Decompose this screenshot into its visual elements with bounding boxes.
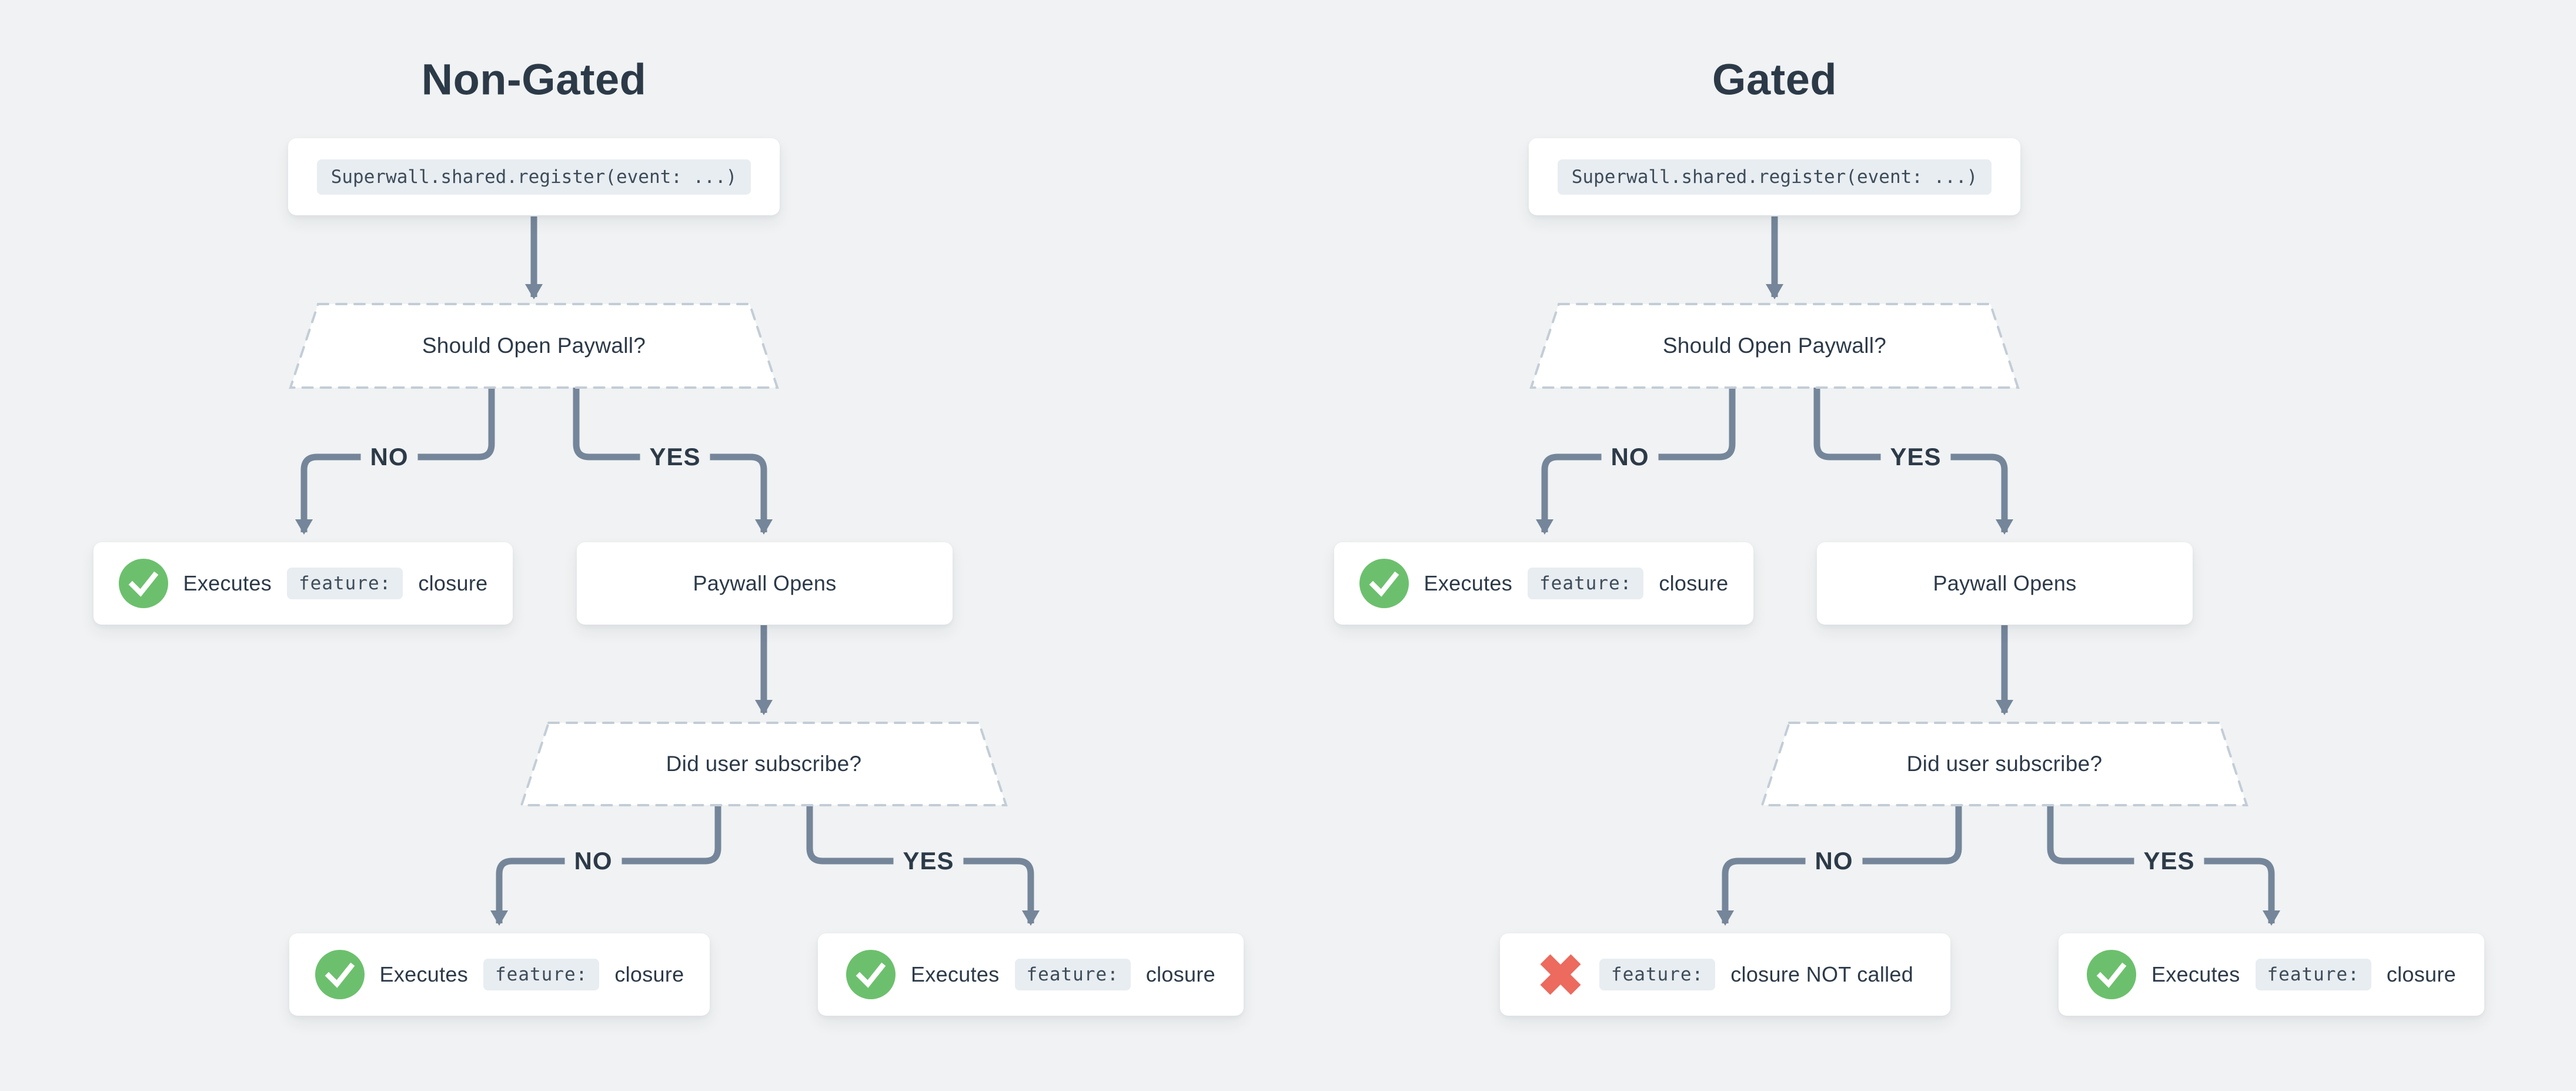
flow-title-non-gated: Non-Gated <box>421 55 647 104</box>
check-circle-icon <box>118 559 168 608</box>
edge-label-no: NO <box>1805 845 1863 878</box>
result-text-before: Executes <box>911 962 1000 986</box>
paywall-opens-label: Paywall Opens <box>1933 571 2077 595</box>
result-text-before: Executes <box>379 962 468 986</box>
paywall-opens-node: Paywall Opens <box>577 542 953 625</box>
paywall-opens-node: Paywall Opens <box>1817 542 2193 625</box>
edge-label-no: NO <box>1601 441 1659 473</box>
code-node: Superwall.shared.register(event: ...) <box>288 138 780 215</box>
paywall-opens-label: Paywall Opens <box>693 571 837 595</box>
result-text-after: closure <box>614 962 684 986</box>
decision-label-should-open-paywall: Should Open Paywall? <box>1662 333 1887 358</box>
result-text-after: closure <box>1659 571 1729 595</box>
decision-label-did-user-subscribe: Did user subscribe? <box>666 752 862 776</box>
result-node-executes-feature: Executes feature: closure <box>818 933 1244 1016</box>
result-text-before: Executes <box>183 571 272 595</box>
check-circle-icon <box>846 950 896 999</box>
result-node-executes-feature: Executes feature: closure <box>93 542 513 625</box>
code-chip: Superwall.shared.register(event: ...) <box>316 159 751 195</box>
result-text-after: closure NOT called <box>1730 962 1914 986</box>
check-circle-icon <box>2087 950 2137 999</box>
feature-chip: feature: <box>483 959 600 990</box>
edge-label-yes: YES <box>640 441 710 473</box>
code-chip: Superwall.shared.register(event: ...) <box>1557 159 1992 195</box>
result-node-feature-not-called: feature: closure NOT called <box>1500 933 1950 1016</box>
edge-label-no: NO <box>360 441 418 473</box>
decision-shape-should-open-paywall <box>1529 303 2020 389</box>
feature-chip: feature: <box>287 568 403 599</box>
feature-chip: feature: <box>1014 959 1131 990</box>
decision-shape-should-open-paywall <box>289 303 779 389</box>
result-node-executes-feature: Executes feature: closure <box>2059 933 2484 1016</box>
feature-chip: feature: <box>1599 959 1716 990</box>
edge-label-no: NO <box>564 845 622 878</box>
edge-label-yes: YES <box>893 845 964 878</box>
edge-label-yes: YES <box>1880 441 1951 473</box>
result-node-executes-feature: Executes feature: closure <box>1334 542 1753 625</box>
flow-title-gated: Gated <box>1712 55 1837 104</box>
edge-label-yes: YES <box>2134 845 2204 878</box>
check-circle-icon <box>1359 559 1409 608</box>
x-mark-icon <box>1537 951 1584 998</box>
result-text-before: Executes <box>1424 571 1512 595</box>
code-node: Superwall.shared.register(event: ...) <box>1529 138 2020 215</box>
result-text-after: closure <box>1145 962 1215 986</box>
decision-shapes <box>289 303 2248 806</box>
result-text-after: closure <box>2386 962 2456 986</box>
decision-shape-did-user-subscribe <box>520 722 1008 806</box>
feature-chip: feature: <box>2255 959 2371 990</box>
decision-label-did-user-subscribe: Did user subscribe? <box>1906 752 2103 776</box>
feature-chip: feature: <box>1528 568 1644 599</box>
decision-shape-did-user-subscribe <box>1760 722 2248 806</box>
result-node-executes-feature: Executes feature: closure <box>289 933 710 1016</box>
result-text-after: closure <box>418 571 488 595</box>
decision-label-should-open-paywall: Should Open Paywall? <box>422 333 646 358</box>
result-text-before: Executes <box>2151 962 2240 986</box>
check-circle-icon <box>315 950 365 999</box>
